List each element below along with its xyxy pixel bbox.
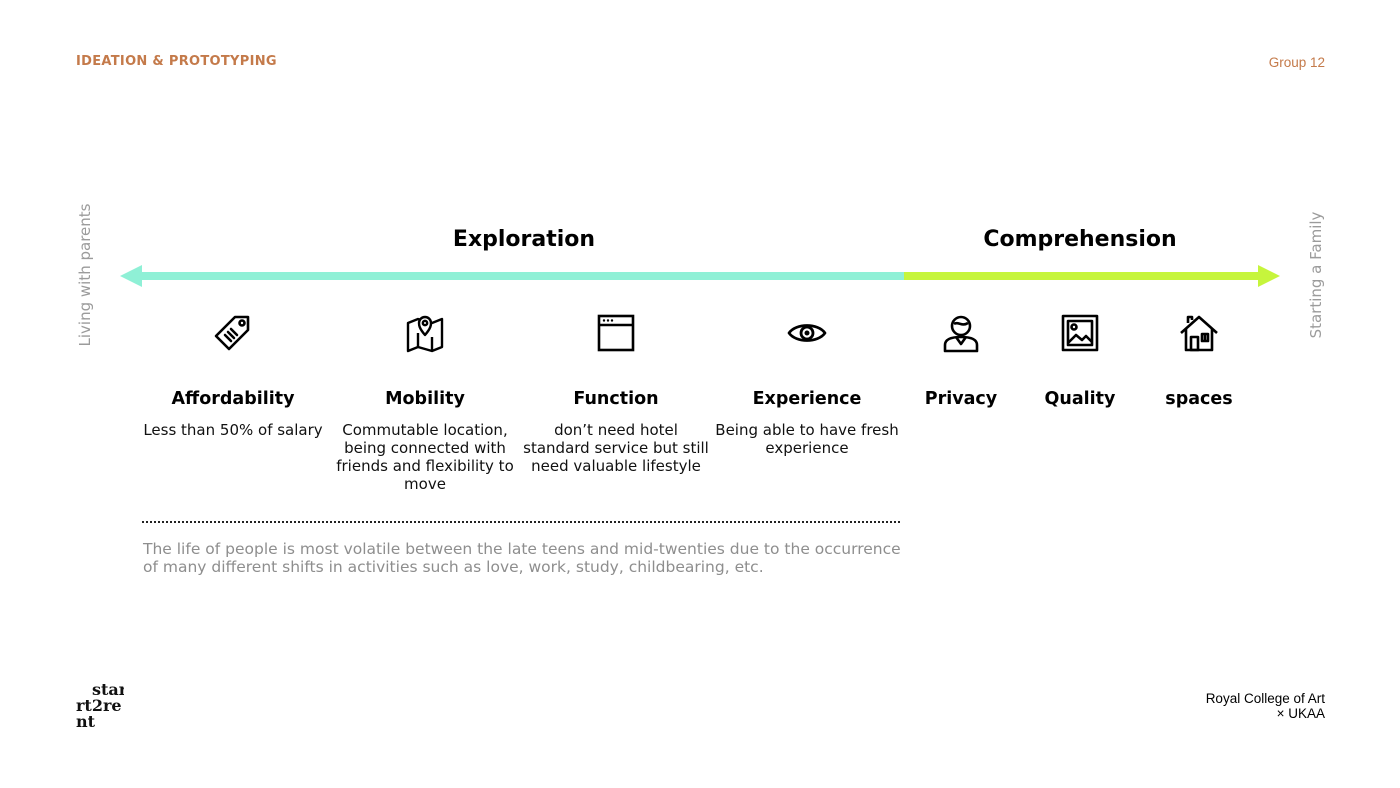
item-description: don’t need hotel standard service but st… <box>523 421 709 475</box>
brand-logo: star rt2re nt <box>76 682 124 730</box>
item-title: Affordability <box>171 389 295 409</box>
dotted-divider <box>142 521 900 523</box>
logo-line: rt2re <box>76 696 122 715</box>
item-privacy: Privacy <box>866 313 1056 421</box>
arrow-left-head <box>120 265 142 287</box>
phase-comprehension-title: Comprehension <box>983 227 1177 252</box>
browser-window-icon <box>597 314 635 352</box>
item-title: Experience <box>752 389 862 409</box>
section-label: IDEATION & PROTOTYPING <box>76 54 277 69</box>
arrow-right-head <box>1258 265 1280 287</box>
exploration-bar <box>140 272 904 280</box>
timeline-arrow <box>120 265 1280 287</box>
comprehension-bar <box>904 272 1262 280</box>
phase-exploration-title: Exploration <box>452 227 596 252</box>
person-icon <box>943 315 979 353</box>
item-spaces: spaces <box>1104 313 1294 421</box>
eye-icon <box>787 324 827 342</box>
credit-line: Royal College of Art <box>1205 691 1325 706</box>
price-tag-icon <box>214 315 250 351</box>
footnote-text: The life of people is most volatile betw… <box>143 540 901 576</box>
credit-line: × UKAA <box>1276 706 1325 721</box>
credit-block: Royal College of Art × UKAA <box>1206 691 1325 721</box>
logo-line: star <box>92 682 124 699</box>
item-title: Privacy <box>924 389 998 409</box>
group-label: Group 12 <box>1268 55 1325 70</box>
item-experience: Experience Being able to have fresh expe… <box>712 313 902 457</box>
item-title: spaces <box>1165 389 1233 409</box>
map-pin-icon <box>406 315 444 353</box>
item-quality: Quality <box>985 313 1175 421</box>
qualities-row: Affordability Less than 50% of salary Mo… <box>0 313 1400 513</box>
item-description: Being able to have fresh experience <box>715 421 899 457</box>
item-affordability: Affordability Less than 50% of salary <box>138 313 328 439</box>
item-title: Quality <box>1044 389 1116 409</box>
item-title: Function <box>573 389 659 409</box>
item-function: Function don’t need hotel standard servi… <box>521 313 711 475</box>
picture-frame-icon <box>1061 314 1099 352</box>
item-description: Less than 50% of salary <box>143 421 323 439</box>
logo-line: nt <box>76 712 96 730</box>
item-description: Commutable location, being connected wit… <box>336 421 514 493</box>
house-icon <box>1180 315 1218 352</box>
item-mobility: Mobility Commutable location, being conn… <box>330 313 520 493</box>
item-title: Mobility <box>385 389 465 409</box>
